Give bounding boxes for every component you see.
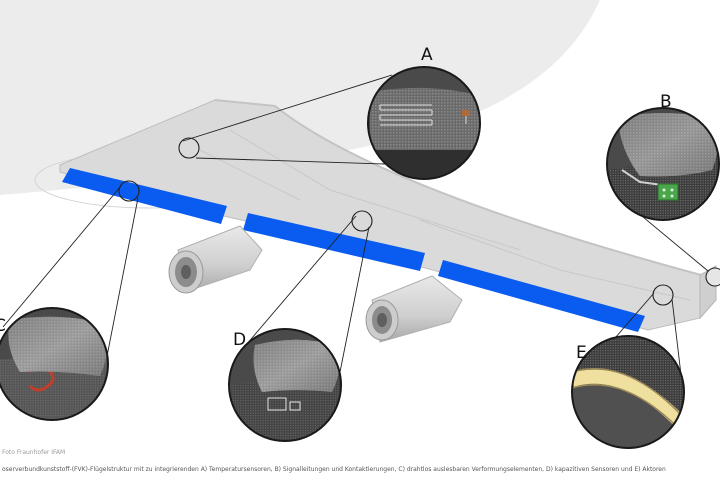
inset-e-actuators (571, 335, 685, 449)
inset-c-deformation-elements (0, 307, 109, 421)
figure-caption: oserverbundkunststoff-(FVK)-Flügelstrukt… (2, 466, 666, 473)
wing-panel-line-1 (229, 129, 521, 251)
engine-left (168, 225, 263, 294)
wing-trailing-edge (214, 99, 720, 281)
inset-a-temperature-sensors (367, 66, 481, 180)
target-circle-e (652, 284, 674, 306)
sensor-strip-3 (438, 260, 645, 332)
inset-d-capacitive-sensors (228, 328, 342, 442)
target-circle-a (178, 137, 200, 159)
photo-credit: Foto Fraunhofer IFAM (2, 449, 66, 456)
sensor-strip-1 (62, 168, 227, 224)
label-b: B (660, 92, 672, 112)
label-c: C (0, 316, 6, 336)
inset-b-signal-lines (606, 107, 720, 221)
target-circle-b (705, 267, 720, 287)
label-d: D (233, 330, 246, 350)
label-e: E (576, 343, 587, 363)
target-circle-c (118, 180, 140, 202)
engine-right (365, 275, 463, 343)
wing-panel-line-3 (419, 219, 691, 301)
target-circle-d (351, 210, 373, 232)
label-a: A (421, 45, 433, 65)
